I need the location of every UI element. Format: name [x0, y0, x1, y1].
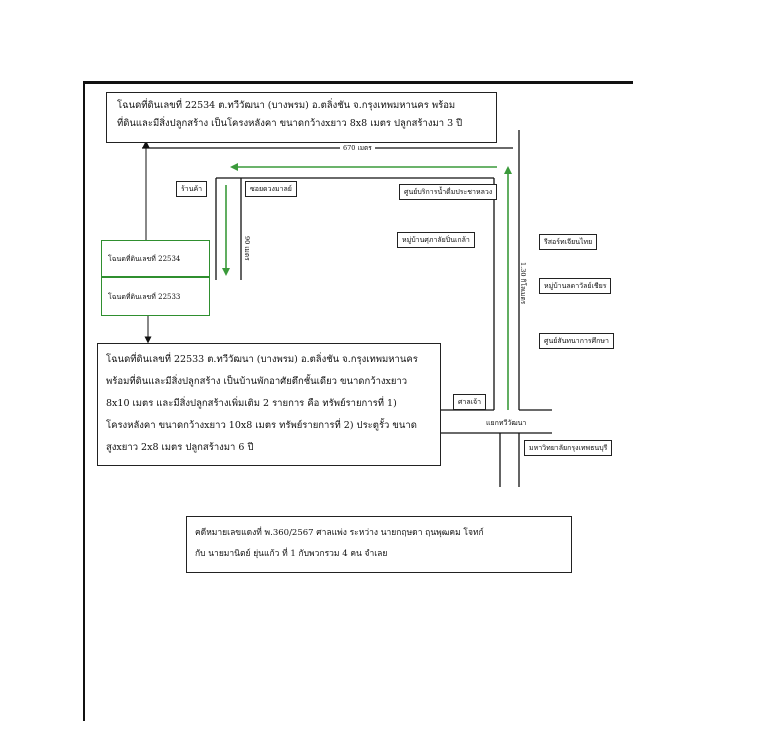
distance-top-label: 670 เมตร — [340, 143, 375, 153]
landmark-shrine: ศาลเจ้า — [453, 394, 487, 410]
case-note: คดีหมายเลขแดงที่ พ.360/2567 ศาลแพ่ง ระหว… — [186, 516, 572, 573]
page-top-border — [83, 81, 633, 84]
plot-22533: โฉนดที่ดินเลขที่ 22533 — [101, 277, 210, 316]
landmark-village-right: หมู่บ้านลดาวัลย์เชียร — [539, 278, 612, 294]
landmark-junction: แยกทวีวัฒนา — [486, 419, 527, 427]
distance-soi-label: 90 เมตร — [243, 236, 251, 261]
deed-22533-line2: พร้อมที่ดินและมีสิ่งปลูกสร้าง เป็นบ้านพั… — [106, 376, 408, 387]
case-note-line2: กับ นายมานิตย์ ยุ่นแก้ว ที่ 1 กับพวกรวม … — [195, 549, 388, 559]
landmark-village-left: หมู่บ้านศุภาลัยปิ่นเกล้า — [397, 232, 475, 248]
deed-22534-line1: โฉนดที่ดินเลขที่ 22534 ต.ทวีวัฒนา (บางพร… — [117, 100, 456, 111]
plot-22534-label: โฉนดที่ดินเลขที่ 22534 — [108, 254, 181, 263]
deed-22534-line2: ที่ดินและมีสิ่งปลูกสร้าง เป็นโครงหลังคา … — [117, 118, 463, 129]
deed-22533-note: โฉนดที่ดินเลขที่ 22533 ต.ทวีวัฒนา (บางพร… — [97, 343, 441, 466]
landmark-water-center: ศูนย์บริการน้ำดื่มประชาหลวง — [399, 184, 498, 200]
landmark-soi: ซอยดวงมาลย์ — [245, 181, 297, 197]
landmark-university: มหาวิทยาลัยกรุงเทพธนบุรี — [524, 440, 613, 456]
deed-22533-line5: สูงxยาว 2x8 เมตร ปลูกสร้างมา 6 ปี — [106, 442, 254, 453]
deed-22533-line1: โฉนดที่ดินเลขที่ 22533 ต.ทวีวัฒนา (บางพร… — [106, 354, 418, 365]
plot-22534: โฉนดที่ดินเลขที่ 22534 — [101, 240, 210, 277]
distance-side-label: 1.30 กิโลเมตร — [519, 262, 527, 305]
landmark-shop: ร้านค้า — [176, 181, 208, 197]
page-left-border — [83, 81, 85, 721]
landmark-rotee: รีสอร์ทเจียนไทย — [539, 234, 598, 250]
deed-22533-line3: 8x10 เมตร และมีสิ่งปลูกสร้างเพิ่มเติม 2 … — [106, 398, 397, 409]
landmark-sport-center: ศูนย์สันทนาการศึกษา — [539, 333, 614, 349]
deed-22534-note: โฉนดที่ดินเลขที่ 22534 ต.ทวีวัฒนา (บางพร… — [106, 92, 497, 143]
deed-22533-line4: โครงหลังคา ขนาดกว้างxยาว 10x8 เมตร ทรัพย… — [106, 420, 417, 431]
case-note-line1: คดีหมายเลขแดงที่ พ.360/2567 ศาลแพ่ง ระหว… — [195, 528, 484, 538]
plot-22533-label: โฉนดที่ดินเลขที่ 22533 — [108, 292, 181, 301]
